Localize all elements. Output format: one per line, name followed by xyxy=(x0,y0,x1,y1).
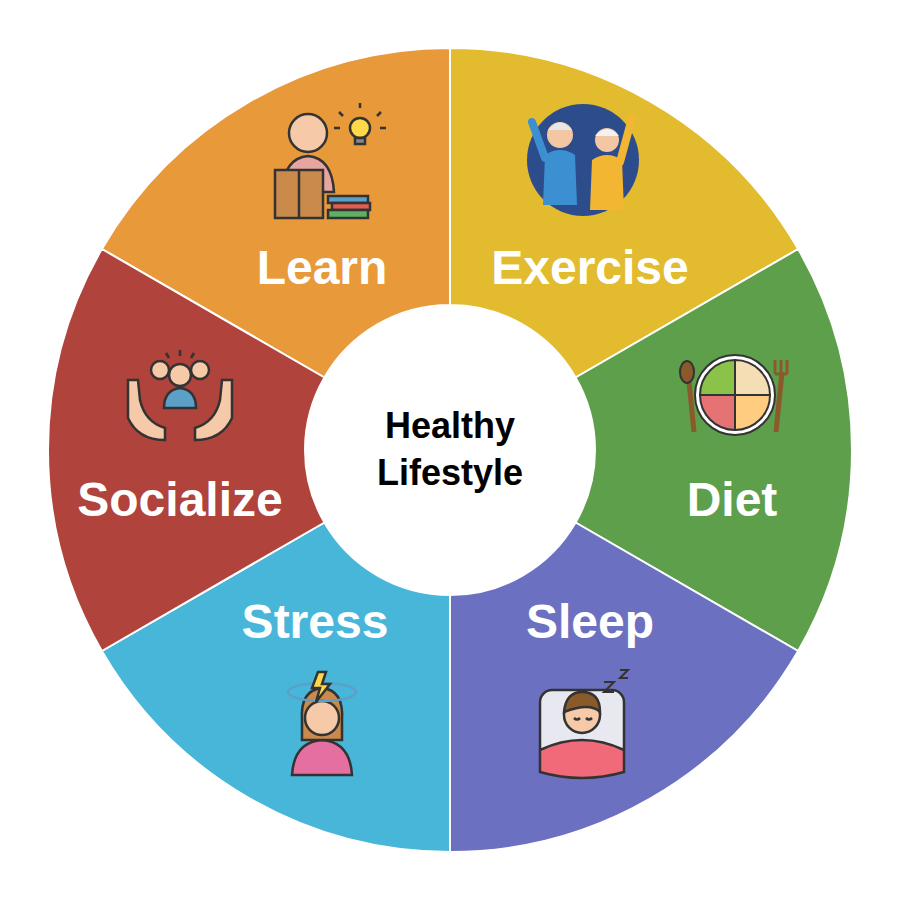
center-label: Healthy Lifestyle xyxy=(335,403,565,497)
diet-icon xyxy=(680,355,787,435)
center-circle: Healthy Lifestyle xyxy=(305,305,595,595)
center-disc xyxy=(306,306,594,594)
segment-fill xyxy=(450,523,798,853)
exercise-icon xyxy=(527,104,639,216)
segment-label: Socialize xyxy=(77,474,282,527)
segment-label: Exercise xyxy=(491,242,689,295)
segment-shape xyxy=(448,520,801,854)
segment-label: Diet xyxy=(687,474,778,527)
segment-label: Sleep xyxy=(526,596,654,649)
segment-label: Stress xyxy=(242,596,389,649)
segment-shape xyxy=(46,246,327,653)
socialize-segment: Socialize xyxy=(46,246,327,653)
segment-label: Learn xyxy=(257,242,388,295)
segment-fill xyxy=(48,249,324,651)
learn-icon xyxy=(275,103,386,218)
sleep-segment: Sleep xyxy=(448,520,801,854)
socialize-icon xyxy=(128,350,232,440)
sleep-icon xyxy=(540,670,628,778)
circle-shape xyxy=(305,305,595,595)
stress-icon xyxy=(288,672,356,775)
